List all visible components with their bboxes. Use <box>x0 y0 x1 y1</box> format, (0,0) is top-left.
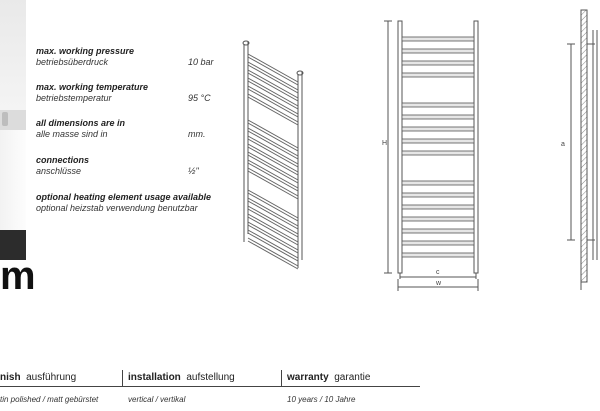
finish-label-en: nish <box>0 372 21 383</box>
front-view-drawing: H c w <box>382 20 479 291</box>
rail-bar <box>247 53 299 83</box>
spec-value: ½" <box>188 166 199 176</box>
rail-bar <box>247 96 299 126</box>
rail-bar <box>247 192 299 222</box>
rail-bar <box>247 122 299 152</box>
finish-label-de: ausführung <box>26 372 77 383</box>
product-photo <box>0 0 26 300</box>
rail-bar <box>401 126 475 132</box>
rail-bar <box>247 64 299 94</box>
spec-sub: alle masse sind in <box>36 129 108 139</box>
spec-label: max. working temperature <box>36 82 149 92</box>
side-dimension-label: a <box>561 141 565 148</box>
installation-label-en: installation <box>128 372 181 383</box>
rail-bar <box>401 138 475 144</box>
rail-bar <box>247 61 299 91</box>
rail-bar <box>401 114 475 120</box>
rail-bar <box>247 213 299 243</box>
brand-logo-letter: m <box>0 254 36 298</box>
column-divider <box>281 370 282 386</box>
rail-bar <box>247 159 299 189</box>
rail-bar <box>247 138 299 168</box>
rail-bar <box>247 93 299 123</box>
spec-sub: anschlüsse <box>36 166 82 176</box>
rail-bar <box>247 189 299 219</box>
rail-bar <box>247 130 299 160</box>
rail-bar <box>247 240 299 270</box>
installation-label-de: aufstellung <box>186 372 235 383</box>
warranty-label-en: warranty <box>287 372 329 383</box>
rail-bar <box>247 127 299 157</box>
spec-temperature: max. working temperature betriebstempera… <box>36 82 236 104</box>
warranty-label-de: garantie <box>334 372 371 383</box>
rail-bar <box>247 224 299 254</box>
rail-bar <box>247 143 299 173</box>
rail-bar <box>401 228 475 234</box>
rail-bar <box>401 150 475 156</box>
finish-value: tin polished / matt gebürstet <box>0 395 99 404</box>
installation-header: installation aufstellung <box>128 372 235 384</box>
rail-bar <box>247 69 299 99</box>
spec-value: 95 °C <box>188 93 211 103</box>
rail-bar <box>247 229 299 259</box>
spec-label: connections <box>36 155 90 165</box>
rail-bar <box>247 154 299 184</box>
rail-bar <box>247 216 299 246</box>
rail-bar <box>247 119 299 149</box>
finish-header: nish ausführung <box>0 372 76 384</box>
rail-bar <box>401 60 475 66</box>
rail-bar <box>247 151 299 181</box>
height-dimension-label: H <box>382 140 387 147</box>
rail-bar <box>247 88 299 118</box>
spec-label: optional heating element usage available <box>36 192 212 202</box>
perspective-drawing <box>242 40 304 270</box>
spec-value: mm. <box>188 129 206 139</box>
rail-bar <box>247 167 299 197</box>
width-dimension-label: w <box>435 280 442 287</box>
rail-bar <box>247 197 299 227</box>
rail-bar <box>401 48 475 54</box>
rail-bar <box>401 180 475 186</box>
spec-sub: optional heizstab verwendung benutzbar <box>36 203 198 213</box>
spec-heating-element: optional heating element usage available… <box>36 192 236 214</box>
installation-value: vertical / vertikal <box>128 395 186 404</box>
rail-bar <box>401 102 475 108</box>
rail-bar <box>247 208 299 238</box>
warranty-value: 10 years / 10 Jahre <box>287 395 356 404</box>
rail-bar <box>401 192 475 198</box>
spec-label: all dimensions are in <box>36 118 126 128</box>
rail-bar <box>247 170 299 200</box>
rail-bar <box>247 80 299 110</box>
spec-connections: connections anschlüsse ½" <box>36 155 236 177</box>
rail-bar <box>247 146 299 176</box>
rail-bar <box>401 240 475 246</box>
rail-bar <box>247 85 299 115</box>
rail-bar <box>401 204 475 210</box>
spec-pressure: max. working pressure betriebsüberdruck … <box>36 46 236 68</box>
spec-label: max. working pressure <box>36 46 135 56</box>
rail-bar <box>401 72 475 78</box>
side-view-drawing: a <box>561 9 598 290</box>
rail-bar <box>401 36 475 42</box>
center-distance-label: c <box>436 269 440 276</box>
spec-value: 10 bar <box>188 57 214 67</box>
spec-sub: betriebsüberdruck <box>36 57 109 67</box>
rail-bar <box>401 252 475 258</box>
rail-bar <box>247 56 299 86</box>
rail-bar <box>401 216 475 222</box>
rail-bar <box>247 221 299 251</box>
rail-bar <box>247 72 299 102</box>
column-divider <box>122 370 123 386</box>
rail-bar <box>247 77 299 107</box>
rail-bar <box>247 237 299 267</box>
spec-dimensions: all dimensions are in alle masse sind in… <box>36 118 236 140</box>
warranty-header: warranty garantie <box>287 372 370 384</box>
rail-bar <box>247 205 299 235</box>
spec-sub: betriebstemperatur <box>36 93 112 103</box>
table-rule <box>0 386 420 387</box>
rail-bar <box>247 162 299 192</box>
rail-bar <box>247 200 299 230</box>
rail-bar <box>247 135 299 165</box>
rail-bar <box>247 232 299 262</box>
